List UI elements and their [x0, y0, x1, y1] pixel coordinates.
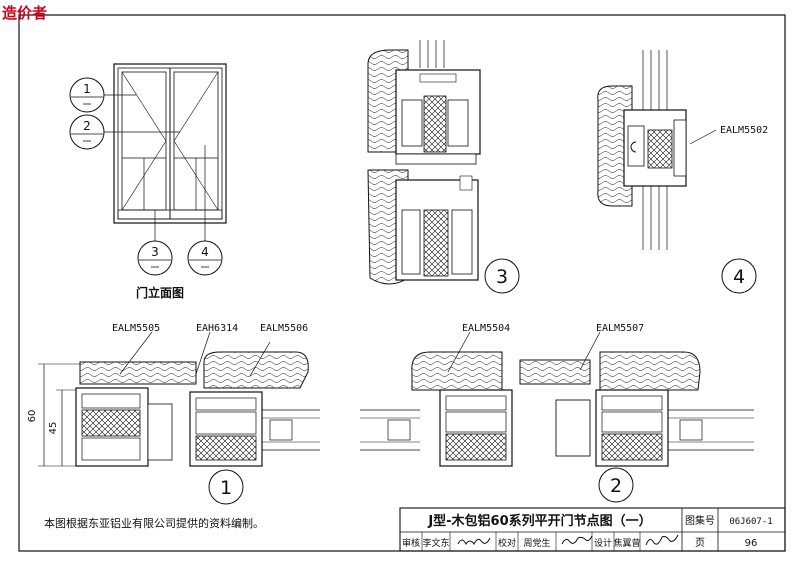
check-label: 校对	[498, 537, 516, 549]
atlas-number: 06J607-1	[729, 517, 772, 527]
profile-label-ealm5505: EALM5505	[112, 323, 160, 334]
checker-name: 周党生	[523, 537, 550, 549]
detail-2-section	[360, 331, 754, 467]
elevation-title: 门立面图	[136, 285, 184, 300]
elevation-callout-label: 2	[83, 119, 91, 133]
reviewer-signature	[457, 537, 491, 545]
elevation-callout-1: 1	[69, 77, 105, 113]
profile-label-eah6314: EAH6314	[196, 323, 238, 334]
elevation-callout-4: 4	[187, 240, 223, 276]
door-frame-outer	[113, 63, 227, 224]
elevation-callout-2: 2	[69, 114, 105, 150]
reviewer-name: 李文东	[422, 537, 449, 549]
detail-number: 2	[610, 475, 622, 497]
designer-name: 焦翼曾	[613, 537, 640, 549]
title-block	[399, 507, 786, 552]
source-note: 本图根据东亚铝业有限公司提供的资料编制。	[44, 516, 264, 530]
detail-number: 1	[220, 477, 232, 499]
detail-1-section	[38, 331, 320, 467]
page-label: 页	[695, 537, 705, 549]
elevation-callout-label: 4	[201, 245, 209, 259]
watermark-logo: 造价者	[2, 4, 48, 22]
dimension-60: 60	[27, 410, 38, 423]
title-block-title: J型-木包铝60系列平开门节点图（一）	[427, 513, 651, 529]
designer-signature	[645, 534, 679, 546]
elevation-callout-label: 1	[83, 82, 91, 96]
dimension-45: 45	[48, 422, 59, 435]
door-elevation	[104, 63, 227, 243]
profile-label-ealm5506: EALM5506	[260, 323, 308, 334]
profile-label-ealm5507: EALM5507	[596, 323, 644, 334]
detail-2-marker: 2	[598, 467, 634, 503]
detail-1-marker: 1	[208, 469, 244, 505]
profile-label-ealm5502: EALM5502	[720, 125, 768, 136]
profile-label-ealm5504: EALM5504	[462, 323, 510, 334]
page-number: 96	[745, 538, 758, 549]
checker-signature	[561, 535, 593, 545]
detail-number: 3	[496, 266, 508, 288]
detail-4-marker: 4	[721, 258, 757, 294]
atlas-number-label: 图集号	[685, 514, 715, 527]
detail-3-section	[367, 40, 481, 285]
detail-3-marker: 3	[484, 258, 520, 294]
detail-number: 4	[733, 266, 745, 288]
detail-4-section	[597, 50, 717, 250]
design-label: 设计	[594, 537, 612, 549]
review-label: 审核	[402, 537, 420, 549]
elevation-callout-label: 3	[151, 245, 159, 259]
elevation-callout-3: 3	[137, 240, 173, 276]
